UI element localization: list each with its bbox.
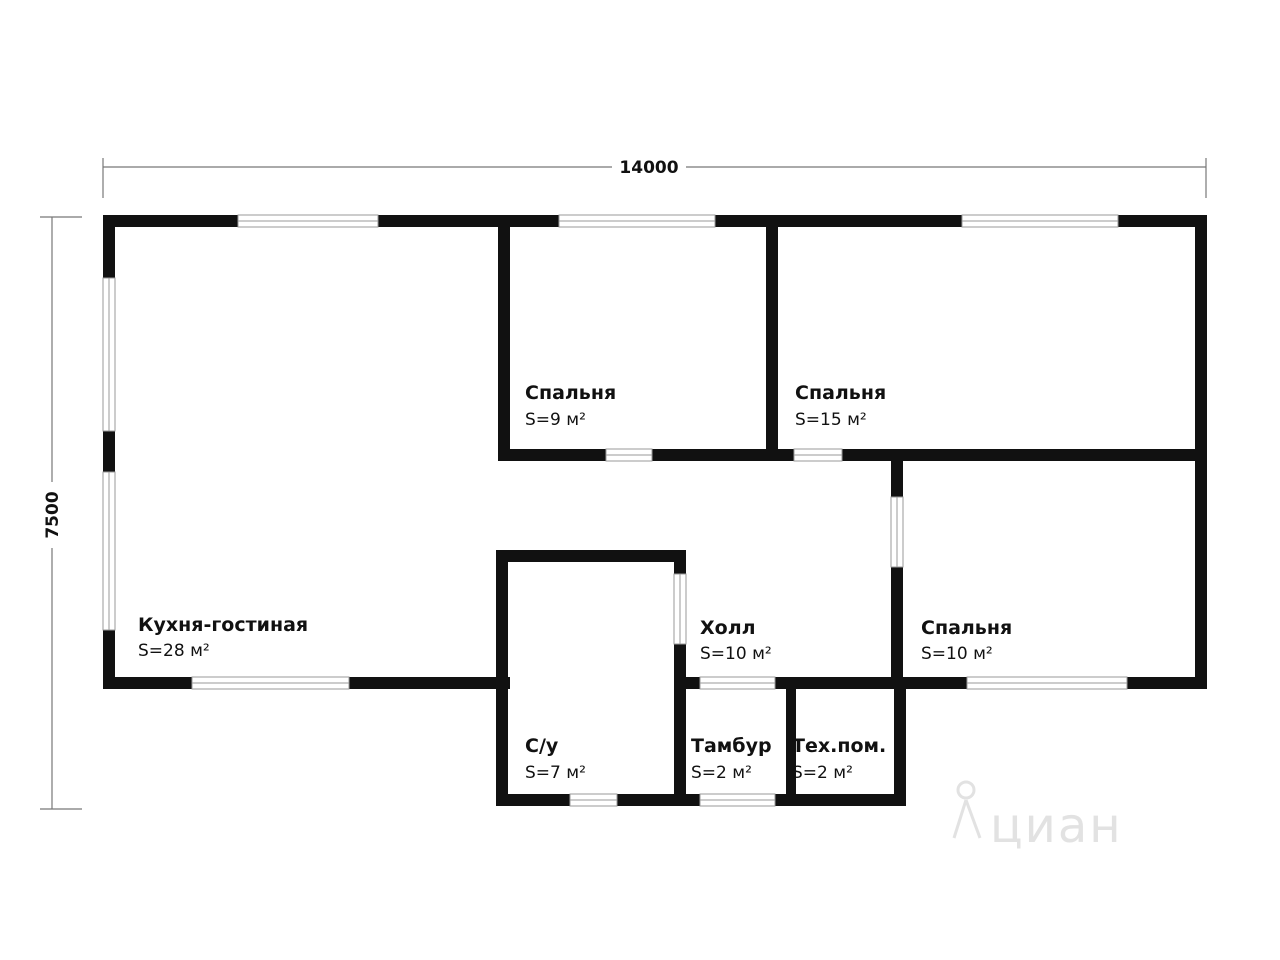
room-area: S=15 м²: [795, 410, 867, 430]
room-bedroom-right: Спальня S=10 м²: [921, 617, 1012, 664]
room-bedroom-small: Спальня S=9 м²: [525, 382, 616, 430]
room-area: S=10 м²: [921, 644, 993, 664]
dimension-width-label: 14000: [619, 158, 678, 178]
room-hall: Холл S=10 м²: [700, 617, 772, 664]
room-bathroom: С/у S=7 м²: [525, 735, 586, 783]
room-area: S=10 м²: [700, 644, 772, 664]
dimension-height: 7500: [40, 216, 82, 810]
room-area: S=7 м²: [525, 763, 586, 783]
room-area: S=2 м²: [691, 763, 752, 783]
openings: [102, 214, 1128, 807]
walls: [103, 215, 1207, 806]
room-name: Кухня-гостиная: [138, 614, 308, 636]
room-area: S=28 м²: [138, 641, 210, 661]
watermark: циан: [952, 780, 1123, 854]
room-name: Спальня: [921, 617, 1012, 639]
dimension-width: 14000: [102, 158, 1207, 198]
room-area: S=9 м²: [525, 410, 586, 430]
room-kitchen-living: Кухня-гостиная S=28 м²: [138, 614, 308, 661]
room-name: Тамбур: [691, 735, 772, 757]
room-name: Спальня: [525, 382, 616, 404]
watermark-text: циан: [990, 798, 1123, 854]
room-tech-room: Тех.пом. S=2 м²: [792, 735, 886, 783]
room-bedroom-large: Спальня S=15 м²: [795, 382, 886, 430]
cian-logo-icon: [952, 780, 982, 839]
room-area: S=2 м²: [792, 763, 853, 783]
room-name: Холл: [700, 617, 756, 639]
room-vestibule: Тамбур S=2 м²: [691, 735, 772, 783]
dimension-height-label: 7500: [43, 491, 63, 538]
room-name: Спальня: [795, 382, 886, 404]
room-name: С/у: [525, 735, 559, 757]
room-name: Тех.пом.: [792, 735, 886, 757]
